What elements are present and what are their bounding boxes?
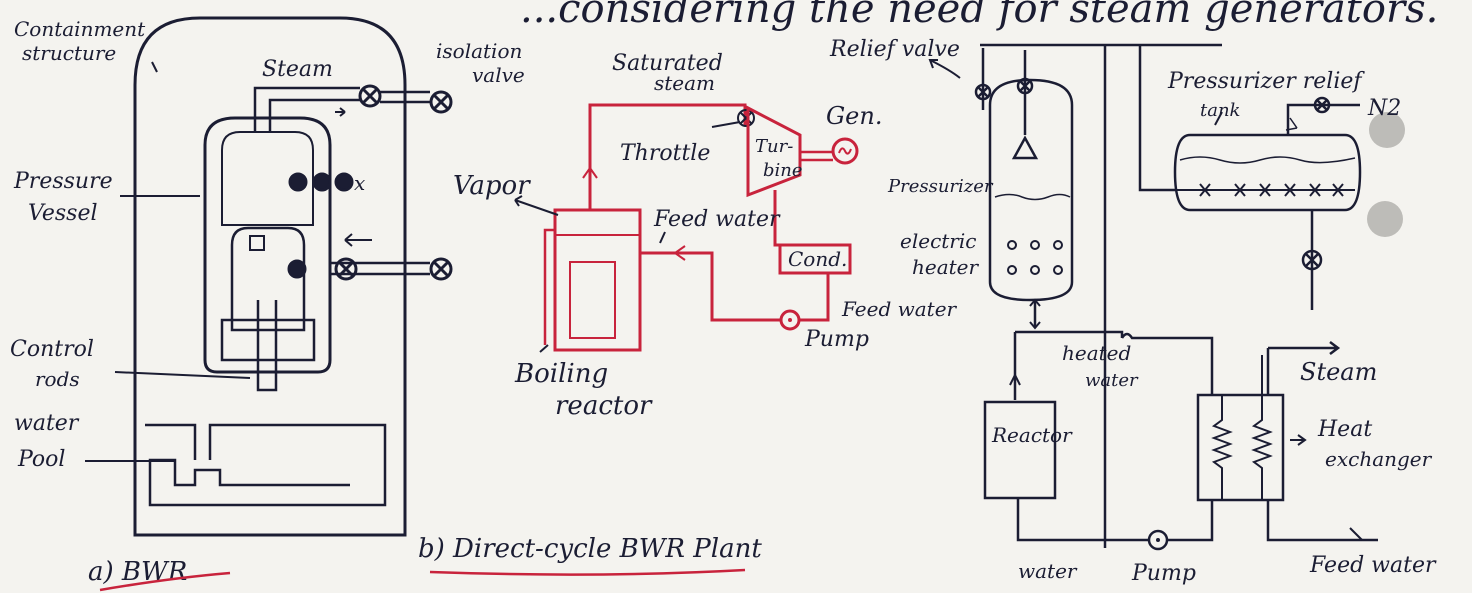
vessel-valve-4 bbox=[289, 261, 305, 277]
label-throttle: Throttle bbox=[620, 141, 710, 166]
label-turbine-2: bine bbox=[763, 160, 803, 181]
label-pump-c: Pump bbox=[1131, 561, 1196, 586]
cold-leg bbox=[1018, 498, 1148, 540]
caption-underline-b bbox=[430, 570, 745, 575]
label-turbine-1: Tur- bbox=[755, 136, 793, 157]
caption-direct-cycle: b) Direct-cycle BWR Plant bbox=[418, 534, 762, 564]
label-rods: rods bbox=[35, 367, 80, 391]
arrow-steam-out bbox=[335, 108, 345, 116]
hx-coil-primary bbox=[1214, 395, 1230, 500]
control-rods bbox=[258, 300, 276, 390]
label-pressure: Pressure bbox=[13, 169, 113, 194]
label-steam: Steam bbox=[262, 57, 333, 82]
relief-tank bbox=[1175, 135, 1360, 210]
label-heated-water: water bbox=[1085, 370, 1139, 391]
vapor-pointer bbox=[515, 200, 558, 215]
relief-pointer bbox=[930, 60, 960, 78]
feedwater-line bbox=[640, 253, 781, 320]
reactor-core-b bbox=[570, 262, 615, 338]
panel-bwr bbox=[85, 18, 451, 535]
panel-pwr bbox=[930, 45, 1378, 549]
isolation-valve-1 bbox=[360, 86, 380, 106]
pressurizer-water-level bbox=[995, 195, 1070, 200]
vessel-valve-1 bbox=[290, 174, 306, 190]
isolation-valve-4 bbox=[431, 259, 451, 279]
label-water-bottom: water bbox=[1018, 559, 1078, 583]
label-feedwater-right: Feed water bbox=[841, 297, 958, 321]
reactor-core bbox=[232, 228, 304, 330]
label-containment: Containment bbox=[14, 17, 146, 41]
hole-punch-2 bbox=[1367, 201, 1403, 237]
core-marker bbox=[250, 236, 264, 250]
label-pressurizer-relief: Pressurizer relief bbox=[1167, 69, 1365, 94]
turbine-shaft bbox=[800, 152, 833, 160]
label-reactor-c: Reactor bbox=[991, 423, 1073, 447]
label-exchanger: exchanger bbox=[1325, 447, 1433, 471]
vessel-valve-3 bbox=[336, 174, 352, 190]
feedwater-in-line bbox=[1268, 500, 1378, 540]
label-valve: valve bbox=[472, 63, 525, 87]
relief-discharge-line bbox=[1140, 45, 1175, 190]
electric-heater bbox=[1008, 241, 1062, 274]
label-relief-valve: Relief valve bbox=[829, 37, 960, 62]
label-tank: tank bbox=[1200, 100, 1240, 121]
isolation-valve-2 bbox=[431, 92, 451, 112]
label-steam-c: Steam bbox=[1300, 358, 1377, 386]
label-electric: electric bbox=[900, 229, 976, 253]
label-sat-steam: steam bbox=[654, 71, 715, 95]
condensate-line bbox=[800, 273, 828, 320]
arrow-feed-in bbox=[345, 234, 372, 246]
reactor-c bbox=[985, 402, 1055, 498]
label-boiling: Boiling bbox=[514, 359, 608, 389]
label-heated: heated bbox=[1062, 341, 1131, 365]
steam-out-line bbox=[1268, 342, 1338, 354]
label-feedwater-top: Feed water bbox=[653, 207, 781, 232]
label-feedwater-c: Feed water bbox=[1309, 553, 1437, 578]
label-vessel: Vessel bbox=[28, 201, 98, 226]
lower-plenum bbox=[222, 320, 314, 360]
boiling-reactor bbox=[555, 210, 640, 350]
label-heat: Heat bbox=[1317, 417, 1372, 442]
steam-pipe bbox=[255, 88, 360, 132]
label-pressurizer: Pressurizer bbox=[887, 176, 994, 197]
label-control: Control bbox=[10, 337, 94, 362]
label-pool: Pool bbox=[17, 447, 65, 472]
spray-nozzle bbox=[1014, 50, 1036, 158]
caption-bwr: a) BWR bbox=[88, 557, 187, 587]
label-heater: heater bbox=[912, 255, 980, 279]
label-water: water bbox=[14, 411, 80, 436]
n2-line bbox=[1288, 105, 1360, 135]
label-n2: N2 bbox=[1367, 96, 1401, 121]
panel-direct-labels: Saturated steam Throttle Tur- bine Gen. … bbox=[418, 51, 958, 575]
vessel-valve-2 bbox=[314, 174, 330, 190]
tank-water-level bbox=[1180, 157, 1355, 163]
label-isolation: isolation bbox=[436, 39, 522, 63]
label-reactor-b: reactor bbox=[555, 391, 653, 421]
return-leg bbox=[1167, 500, 1212, 540]
containment-structure bbox=[135, 18, 405, 535]
pressure-vessel bbox=[205, 118, 330, 372]
label-structure: structure bbox=[22, 41, 116, 65]
label-pump-b: Pump bbox=[804, 327, 869, 352]
heat-exchanger bbox=[1198, 395, 1283, 500]
generator-symbol bbox=[839, 148, 851, 153]
label-generator: Gen. bbox=[826, 102, 882, 130]
label-vapor: Vapor bbox=[453, 171, 531, 201]
label-x-mark: x bbox=[354, 171, 365, 195]
label-condenser: Cond. bbox=[788, 247, 847, 271]
water-pool bbox=[145, 425, 385, 505]
header-text: ...considering the need for steam genera… bbox=[520, 0, 1438, 32]
throttle-pointer bbox=[712, 122, 740, 127]
pointer-containment bbox=[152, 62, 157, 72]
